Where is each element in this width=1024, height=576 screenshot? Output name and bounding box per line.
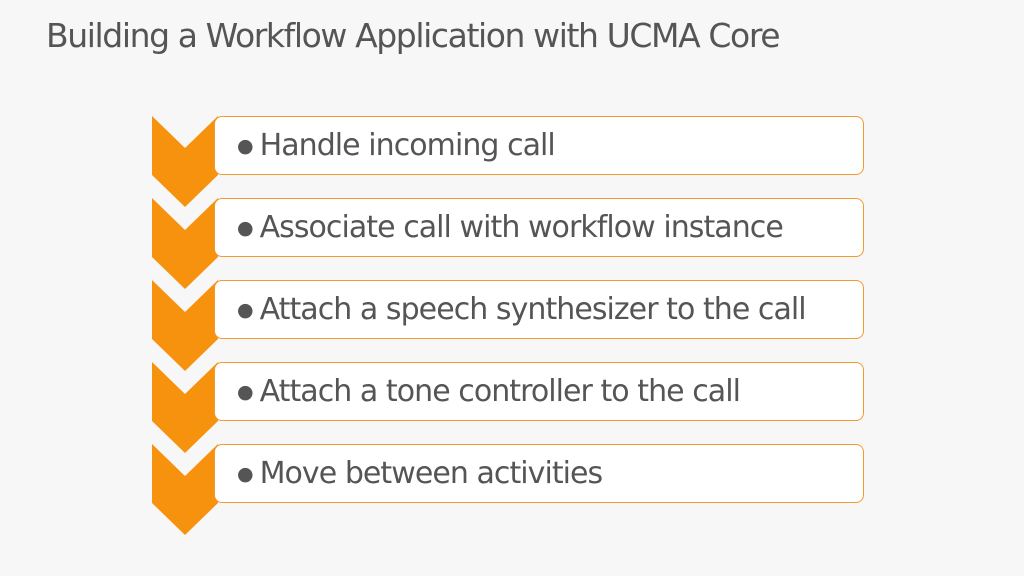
step-box: ● Move between activities [214, 444, 864, 503]
process-step: ● Attach a speech synthesizer to the cal… [152, 280, 864, 371]
step-text: Handle incoming call [259, 128, 556, 163]
process-step: ● Move between activities [152, 444, 864, 535]
bullet-icon: ● [237, 134, 254, 157]
process-step: ● Handle incoming call [152, 116, 864, 207]
chevron-down-icon [152, 362, 218, 453]
chevron-down-icon [152, 280, 218, 371]
bullet-icon: ● [237, 216, 254, 239]
chevron-down-icon [152, 198, 218, 289]
step-text: Move between activities [259, 456, 604, 491]
bullet-icon: ● [237, 380, 254, 403]
bullet-icon: ● [237, 462, 254, 485]
step-box: ● Attach a tone controller to the call [214, 362, 864, 421]
slide-title: Building a Workflow Application with UCM… [46, 16, 781, 55]
process-step: ● Attach a tone controller to the call [152, 362, 864, 453]
step-text: Associate call with workflow instance [259, 210, 784, 245]
step-box: ● Handle incoming call [214, 116, 864, 175]
process-step: ● Associate call with workflow instance [152, 198, 864, 289]
step-text: Attach a tone controller to the call [259, 374, 741, 409]
chevron-down-icon [152, 116, 218, 207]
step-box: ● Associate call with workflow instance [214, 198, 864, 257]
step-box: ● Attach a speech synthesizer to the cal… [214, 280, 864, 339]
step-text: Attach a speech synthesizer to the call [259, 292, 807, 327]
chevron-down-icon [152, 444, 218, 535]
bullet-icon: ● [237, 298, 254, 321]
